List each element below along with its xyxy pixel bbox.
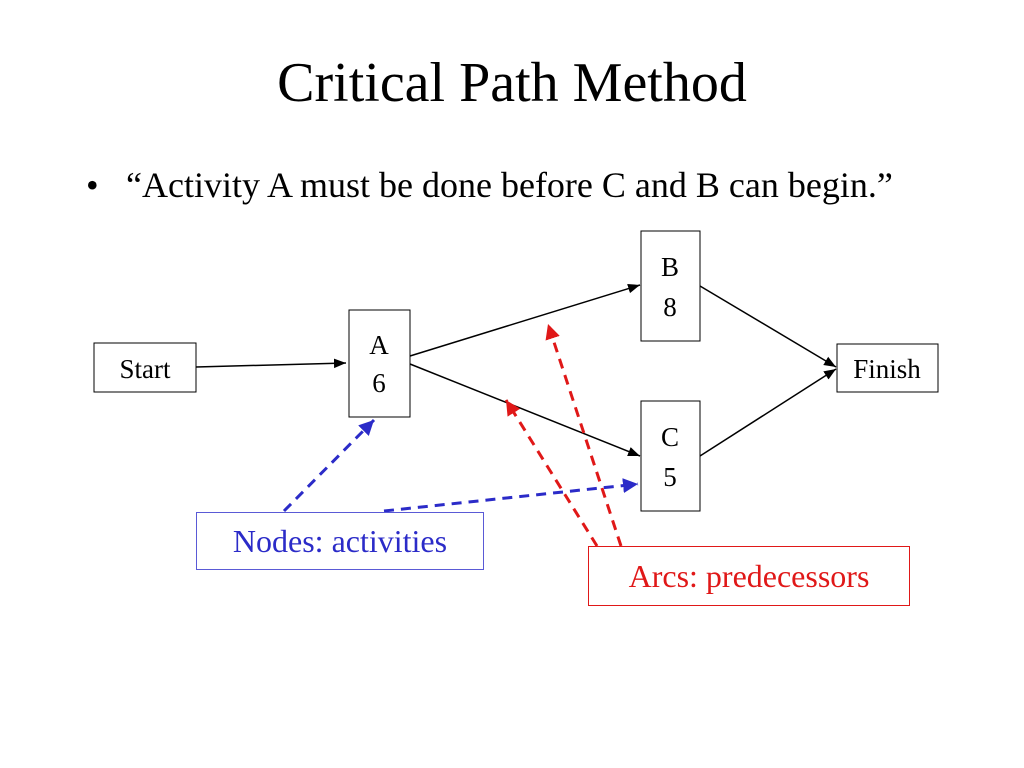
- node-b-duration: 8: [663, 292, 677, 322]
- arc-b-to-finish: [699, 285, 837, 368]
- node-a-duration: 6: [372, 368, 386, 398]
- node-start-label: Start: [120, 354, 171, 384]
- node-c-duration: 5: [663, 462, 677, 492]
- node-finish-label: Finish: [853, 354, 921, 384]
- node-b-name: B: [661, 252, 679, 282]
- bullet-mark: •: [86, 165, 99, 205]
- node-finish: Finish: [836, 343, 939, 393]
- node-c: C 5: [640, 400, 701, 512]
- arc-a-to-b: [409, 283, 641, 357]
- bullet-text: “Activity A must be done before C and B …: [126, 165, 893, 205]
- nodes-pointer-to-a: [282, 418, 376, 513]
- slide-title: Critical Path Method: [277, 52, 747, 114]
- node-c-name: C: [661, 422, 679, 452]
- node-start: Start: [93, 342, 197, 393]
- arc-c-to-finish: [699, 368, 837, 457]
- arcs-callout: Arcs: predecessors: [588, 546, 910, 606]
- arc-start-to-a: [195, 358, 347, 369]
- arc-a-to-c: [409, 363, 641, 457]
- node-a: A 6: [348, 309, 411, 418]
- arcs-callout-text: Arcs: predecessors: [628, 558, 870, 594]
- nodes-pointer-to-c: [383, 478, 639, 513]
- arcs-pointer-to-a-c: [504, 399, 599, 547]
- nodes-callout: Nodes: activities: [196, 512, 484, 570]
- node-a-name: A: [369, 330, 389, 360]
- nodes-callout-text: Nodes: activities: [232, 523, 448, 559]
- arcs-pointer-to-a-b: [545, 323, 623, 547]
- node-b: B 8: [640, 230, 701, 342]
